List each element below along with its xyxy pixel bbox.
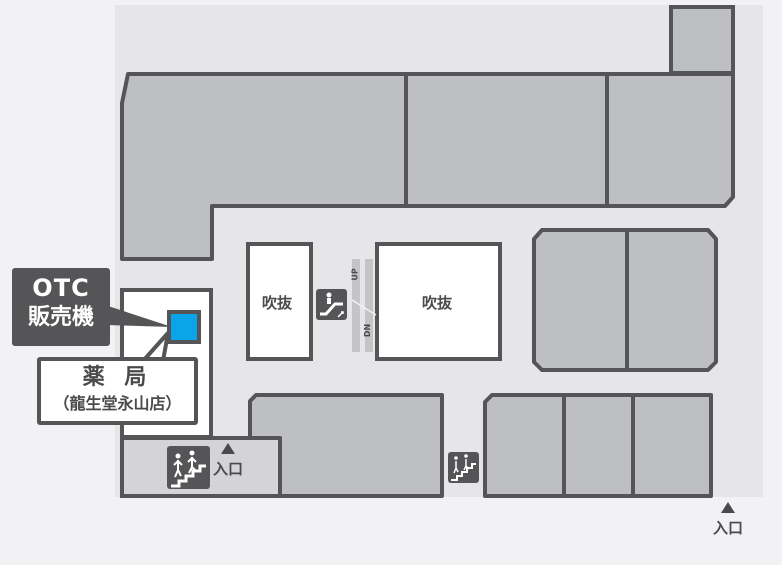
otc-callout-tail <box>105 305 172 327</box>
up-triangle-icon <box>221 443 235 454</box>
store-top-right-small[interactable] <box>669 5 735 75</box>
pharmacy-callout-line2: （龍生堂永山店） <box>53 394 182 413</box>
otc-vending-machine[interactable] <box>167 310 201 344</box>
otc-callout-line2: 販売機 <box>27 305 94 330</box>
store-bottom-right[interactable] <box>483 393 713 498</box>
otc-callout-line1: OTC <box>32 274 90 302</box>
escalator-up-label: UP <box>350 268 360 281</box>
up-triangle-icon <box>721 502 735 513</box>
stairs-icon <box>167 446 210 489</box>
escalator-down-label: DN <box>363 323 373 338</box>
store-bottom-center[interactable] <box>248 393 444 498</box>
store-top-middle[interactable] <box>404 72 609 208</box>
void-left <box>246 242 313 361</box>
void-label-right: 吹抜 <box>422 294 453 312</box>
escalator-up-lane <box>352 259 360 352</box>
entrance-label: 入口 <box>713 519 744 537</box>
store-top-right[interactable] <box>605 72 735 208</box>
entrance-bottom-left[interactable]: 入口 <box>213 443 243 479</box>
floor-area-right-strip <box>715 380 763 497</box>
escalator-down-lane <box>365 259 373 352</box>
otc-vending-callout: OTC 販売機 <box>12 268 110 346</box>
void-label-left: 吹抜 <box>262 294 293 312</box>
pharmacy-callout: 薬 局 （龍生堂永山店） <box>37 357 198 425</box>
void-right <box>375 242 502 361</box>
pharmacy-callout-line1: 薬 局 <box>82 365 153 390</box>
entrance-label: 入口 <box>213 460 244 478</box>
entrance-bottom-right[interactable]: 入口 <box>713 502 743 538</box>
escalator-icon <box>316 289 347 320</box>
stairs-icon <box>448 452 479 483</box>
